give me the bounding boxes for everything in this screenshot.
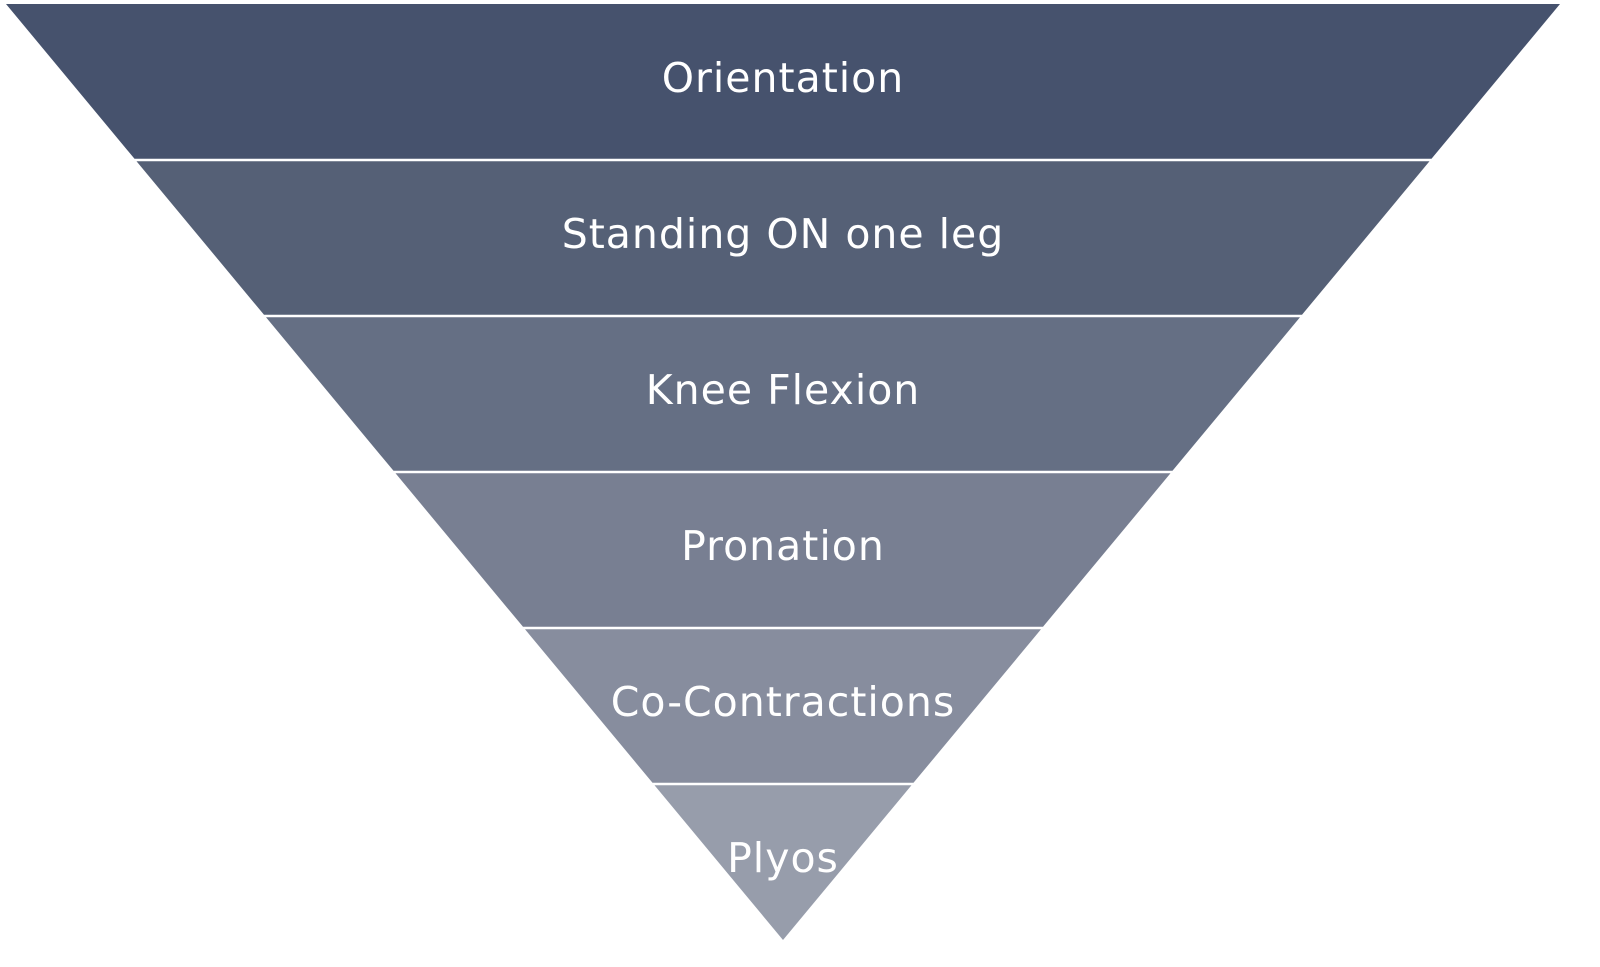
tier-plyos: Plyos [654, 785, 912, 940]
tier-pronation-label: Pronation [681, 522, 885, 570]
tier-knee-flexion-shape [266, 317, 1300, 471]
tier-standing-on-one-leg-label: Standing ON one leg [562, 210, 1005, 258]
tier-pronation: Pronation [395, 473, 1171, 627]
tier-orientation: Orientation [6, 4, 1560, 159]
tier-orientation-label: Orientation [662, 54, 904, 102]
tier-plyos-shape [654, 785, 912, 940]
tier-standing-on-one-leg-shape [136, 161, 1430, 315]
tier-co-contractions-label: Co-Contractions [611, 678, 955, 726]
tier-plyos-label: Plyos [727, 834, 839, 882]
tier-standing-on-one-leg: Standing ON one leg [136, 161, 1430, 315]
tier-knee-flexion: Knee Flexion [266, 317, 1300, 471]
tier-orientation-shape [6, 4, 1560, 159]
tier-knee-flexion-label: Knee Flexion [646, 366, 921, 414]
tier-co-contractions-shape [525, 629, 1041, 783]
tier-co-contractions: Co-Contractions [525, 629, 1041, 783]
tier-pronation-shape [395, 473, 1171, 627]
